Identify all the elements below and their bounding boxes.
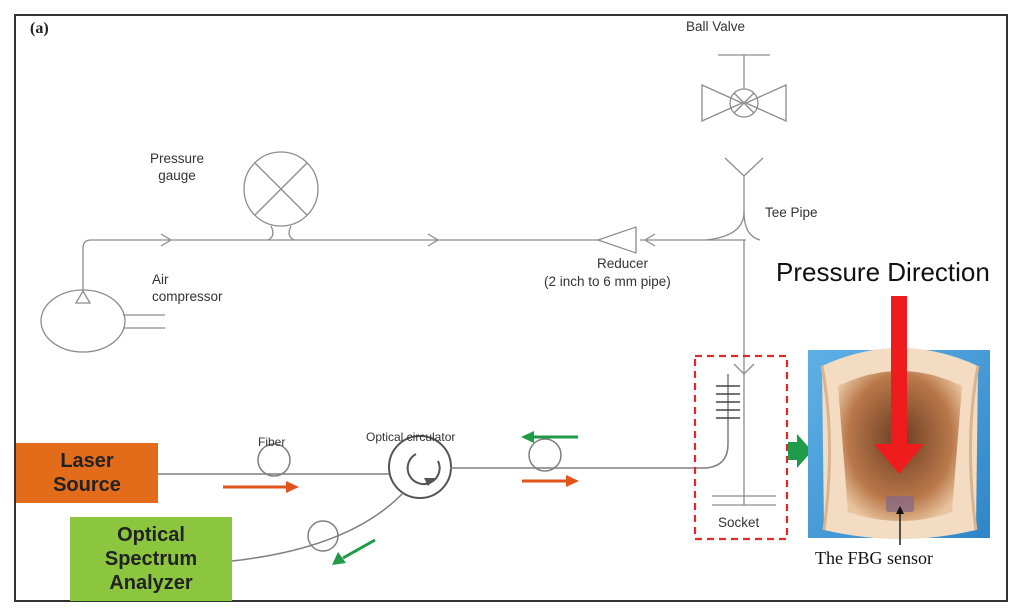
ball-valve-symbol	[701, 54, 787, 123]
fiber-label: Fiber	[258, 435, 286, 449]
optical-circulator-symbol	[388, 435, 452, 499]
fiber-coil-3	[307, 520, 339, 552]
reducer-label: Reducer	[597, 256, 649, 271]
reducer-symbol	[595, 226, 637, 254]
pressure-direction-label: Pressure Direction	[776, 257, 990, 287]
pressure-direction-arrow	[874, 296, 924, 474]
forward-arrow	[522, 475, 579, 487]
sensor-region-box	[693, 354, 789, 541]
pressure-gauge-symbol	[243, 151, 319, 227]
compressor-outlet-triangle	[74, 289, 92, 304]
pressure-gauge-label: Pressure gauge	[150, 151, 205, 183]
fbg-pointer-arrow	[896, 506, 904, 545]
return-arrow	[332, 538, 376, 565]
fiber-coil-1	[257, 443, 291, 477]
main-pipe-line	[82, 239, 600, 290]
optical-spectrum-analyzer-box: Optical Spectrum Analyzer	[70, 517, 232, 601]
socket-label: Socket	[718, 515, 760, 530]
tee-pipe-symbol	[705, 176, 745, 241]
forward-arrow	[223, 481, 299, 493]
fbg-grating-marks	[716, 385, 740, 419]
fbg-sensor-caption: The FBG sensor	[815, 548, 933, 568]
flow-chevron	[427, 233, 440, 247]
reducer-spec-label: (2 inch to 6 mm pipe)	[544, 274, 671, 289]
flow-chevron	[643, 233, 656, 247]
laser-source-box: Laser Source	[16, 443, 158, 503]
tee-pipe-label: Tee Pipe	[765, 205, 818, 220]
to-photo-arrow	[788, 434, 812, 468]
return-arrow	[521, 431, 578, 443]
optical-circulator-label: Optical circulator	[366, 430, 456, 444]
fiber-circulator-to-osa	[231, 492, 404, 562]
air-compressor-label: Air compressor	[152, 272, 223, 304]
fiber-coil-2	[528, 438, 562, 472]
air-compressor-symbol	[40, 289, 126, 353]
panel-label: (a)	[30, 20, 49, 37]
flow-chevron	[160, 233, 173, 247]
fiber-circulator-to-sensor	[450, 374, 729, 469]
ball-valve-label: Ball Valve	[686, 19, 746, 34]
